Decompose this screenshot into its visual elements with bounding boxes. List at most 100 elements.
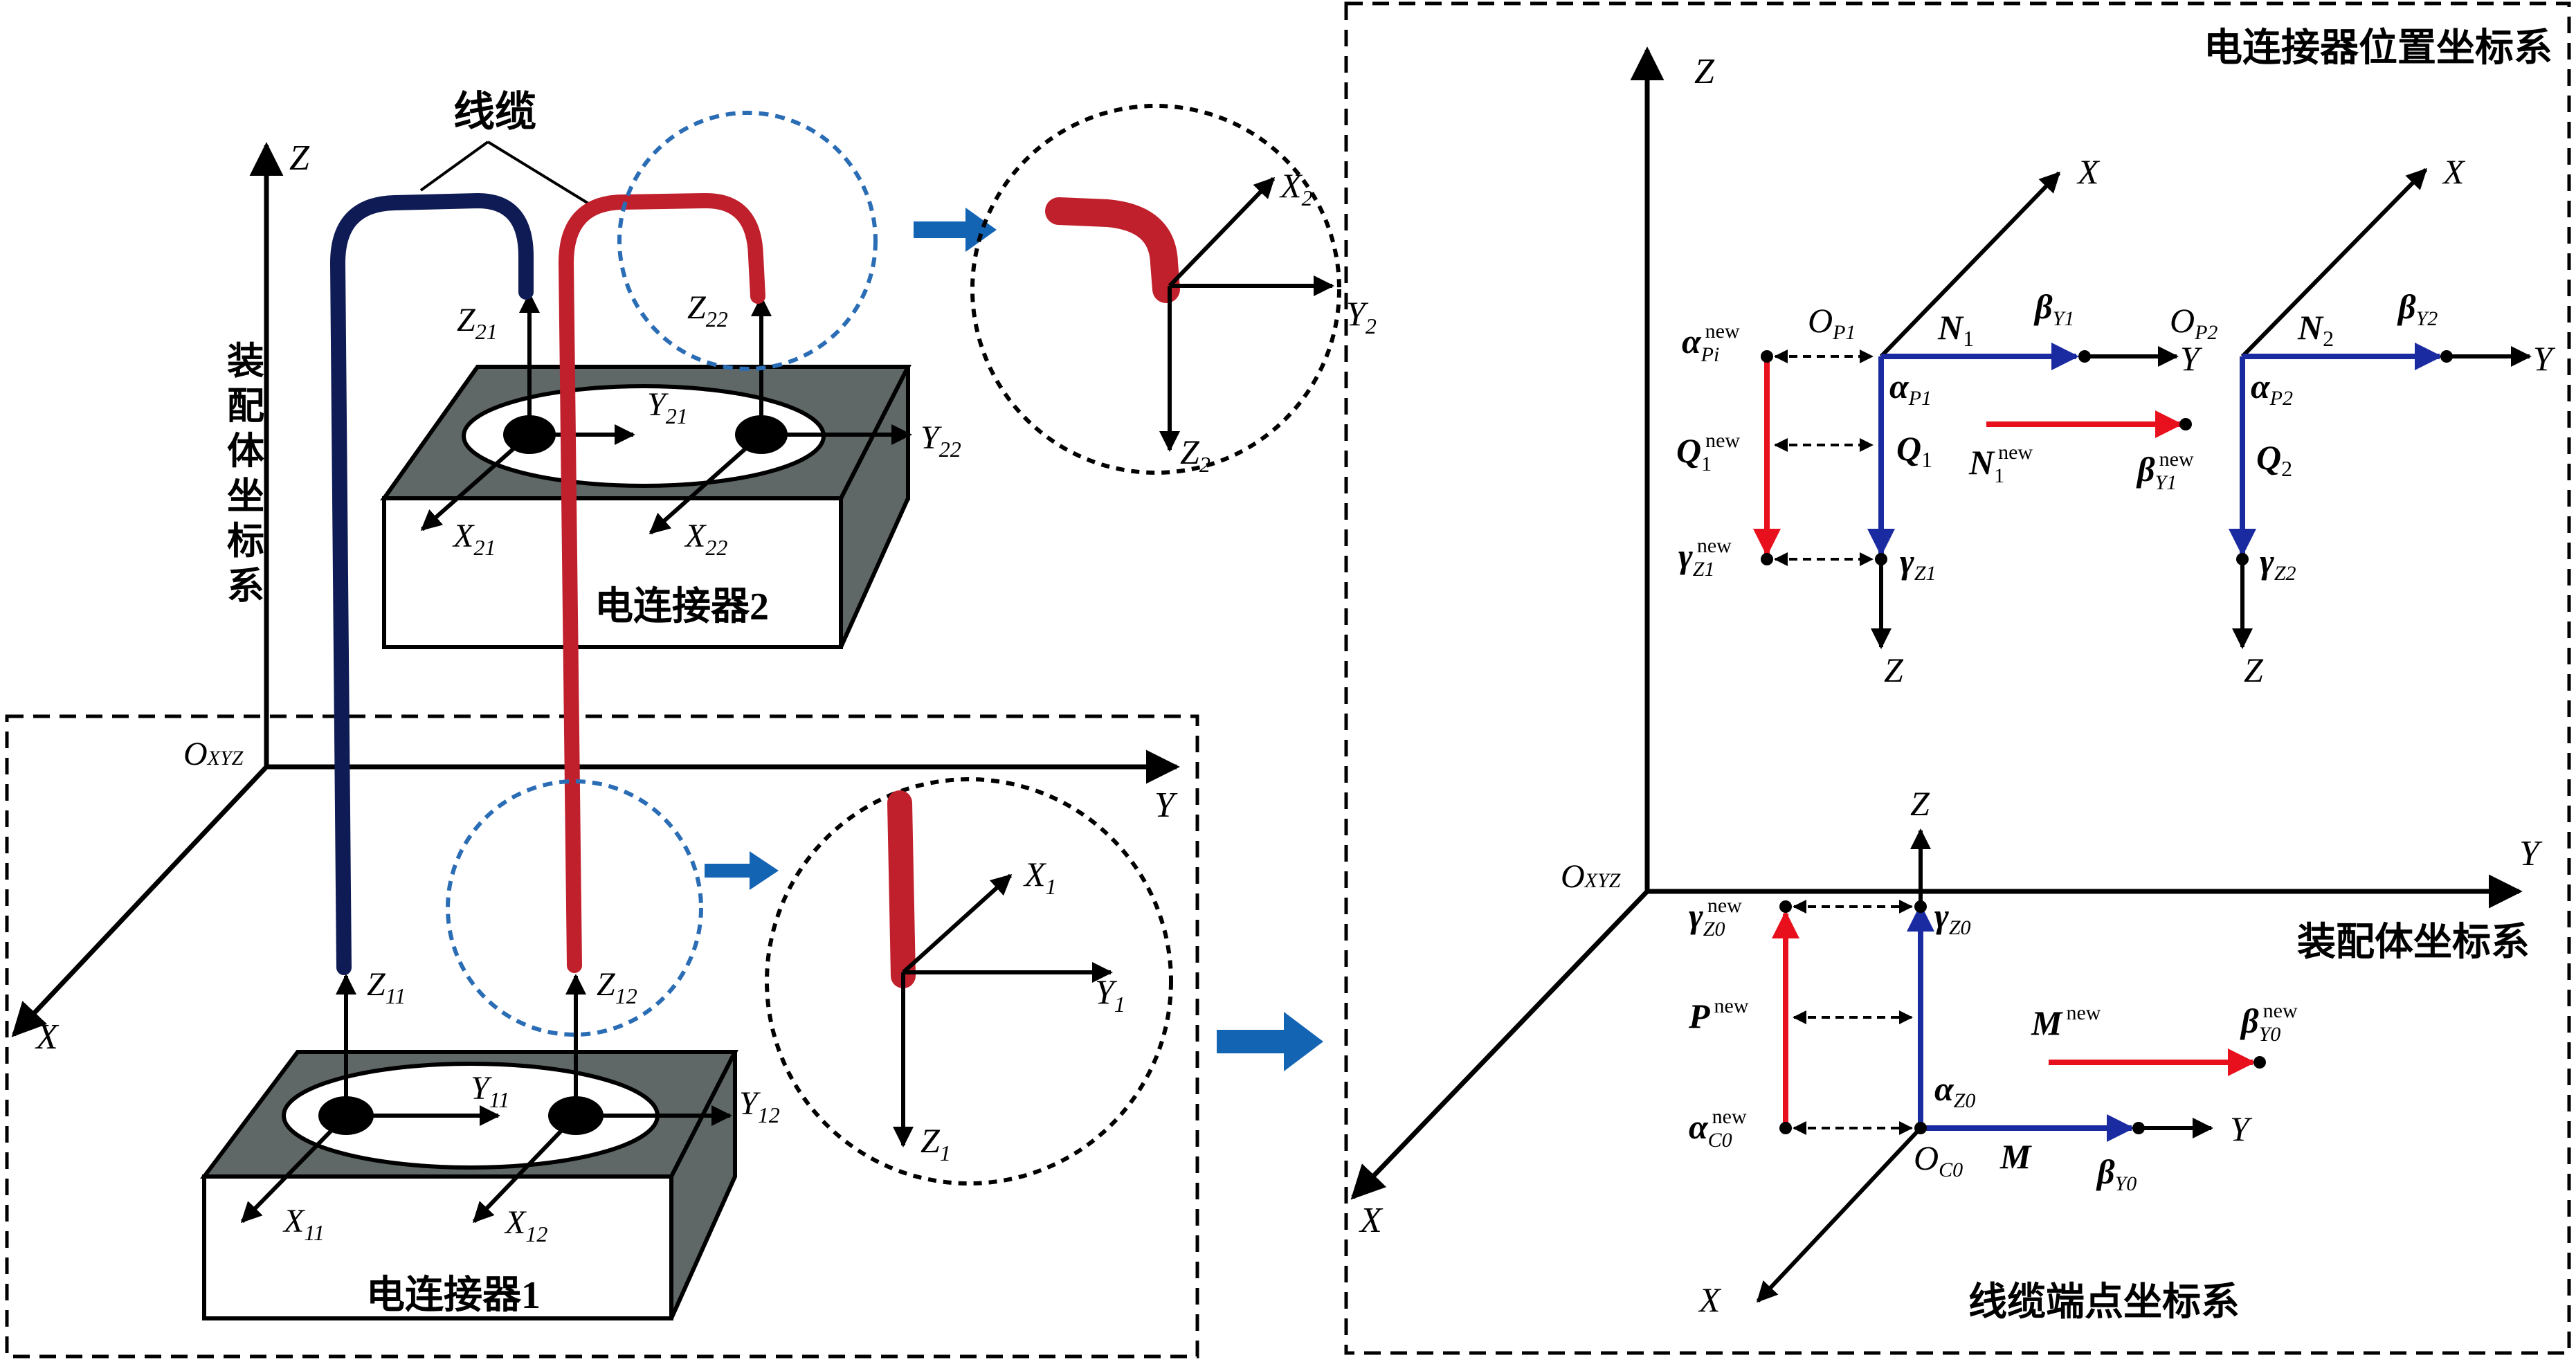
beta-y1-new-point: [2179, 418, 2192, 430]
beta-y2-label: βY2: [2397, 287, 2438, 330]
zoom-arrow-bottom: [705, 851, 779, 890]
main-z-label: Z: [289, 138, 310, 178]
vertical-char-5: 标: [227, 520, 264, 562]
beta-y0-new-point: [2253, 1056, 2266, 1069]
origin-c0-point: [1914, 1122, 1927, 1134]
y1-label: Y1: [1095, 972, 1125, 1017]
right-dashed-region: [1344, 1, 2571, 1355]
red-cable: [558, 192, 765, 973]
alpha-p1-label: αP1: [1889, 367, 1932, 410]
beta-y0-label: βY0: [2096, 1152, 2137, 1195]
alpha-p2-label: αP2: [2251, 367, 2293, 410]
global-x-axis: [1350, 889, 1649, 1200]
vertical-char-4: 坐: [227, 475, 264, 517]
assembly-frame-label: 装配体坐标系: [2297, 921, 2530, 964]
p1-x-label: X: [2076, 152, 2101, 191]
connector-1-label: 电连接器1: [366, 1274, 541, 1317]
x1-label: X1: [1023, 855, 1057, 899]
cable-leader-left: [419, 140, 489, 192]
p2-x-label: X: [2442, 152, 2466, 191]
main-y-label: Y: [1154, 786, 1178, 825]
gamma-z1-label: γZ1: [1900, 542, 1936, 585]
n2-label: N2: [2297, 308, 2334, 351]
c0-y-label: Y: [2230, 1109, 2253, 1148]
connector-1-front: [202, 1174, 673, 1320]
z21-label: Z21: [457, 302, 498, 344]
c0-x-label: X: [1698, 1280, 1722, 1319]
gamma-z0-point: [1914, 900, 1927, 913]
gamma-z1-new-point: [1761, 553, 1773, 565]
c0-x-axis: [1756, 1126, 1923, 1303]
main-x-axis: [11, 765, 269, 1037]
z1-label: Z1: [920, 1121, 951, 1165]
q1-label: Q1: [1896, 429, 1932, 472]
op1-label: OP1: [1808, 301, 1856, 344]
left-panel: Z Y X OXYZ 装 配 体 坐 标 系 线缆 电连接器2: [5, 89, 1377, 1359]
m-label: M: [1999, 1137, 2032, 1176]
zoom-circle-top: [970, 104, 1341, 475]
p1-z-label: Z: [1884, 651, 1904, 689]
connector-2-front: [382, 496, 843, 649]
vertical-char-3: 体: [227, 430, 264, 472]
alpha-pi-new-point: [1761, 350, 1773, 363]
x22-label: X22: [684, 518, 727, 560]
p1-x-axis: [1879, 171, 2061, 358]
to-right-panel-arrow: [1217, 1012, 1323, 1071]
z11-label: Z11: [367, 966, 406, 1008]
cable-label: 线缆: [453, 89, 536, 135]
cable-leader-right: [487, 140, 597, 209]
z22-label: Z22: [687, 289, 728, 332]
z2-label: Z2: [1180, 433, 1210, 477]
q2-label: Q2: [2256, 438, 2292, 481]
beta-y0-point: [2132, 1122, 2145, 1134]
x12-axis: [472, 1114, 578, 1224]
vertical-char-1: 装: [227, 340, 264, 382]
highlight-circle-bottom: [446, 779, 703, 1037]
connector-1-box: 电连接器1: [200, 1050, 738, 1320]
main-x-label: X: [35, 1017, 60, 1057]
p1-y-label: Y: [2180, 339, 2203, 378]
gamma-z0-new-point: [1779, 900, 1792, 913]
p2-x-axis: [2240, 167, 2428, 358]
zoom-circle-bottom: [765, 777, 1173, 1186]
right-panel: 电连接器位置坐标系 装配体坐标系 线缆端点坐标系 Z Y X OXYZ X Y …: [1344, 1, 2571, 1355]
gamma-z2-point: [2236, 553, 2249, 565]
alpha-c0-new-point: [1779, 1122, 1792, 1134]
connector-2-label: 电连接器2: [595, 585, 769, 628]
gamma-z1-point: [1875, 553, 1887, 565]
vertical-char-2: 配: [227, 385, 264, 427]
lower-dashed-region: [5, 714, 1199, 1359]
vertical-char-6: 系: [227, 565, 264, 607]
beta-y1-label: βY1: [2033, 287, 2074, 330]
connector-position-frame-label: 电连接器位置坐标系: [2204, 27, 2552, 70]
n1-label: N1: [1937, 308, 1974, 351]
x21-axis: [420, 433, 531, 532]
cable-end-frame-label: 线缆端点坐标系: [1968, 1281, 2240, 1324]
gamma-z0-label: γZ0: [1934, 896, 1971, 939]
zoom-cable-top: [1045, 197, 1180, 303]
global-x-label: X: [1359, 1201, 1384, 1240]
navy-cable: [329, 192, 534, 975]
x2-label: X2: [1279, 166, 1313, 210]
x2-axis: [1168, 176, 1276, 288]
alpha-z0-label: αZ0: [1934, 1069, 1975, 1112]
highlight-circle-top: [617, 111, 878, 371]
p2-z-label: Z: [2244, 651, 2264, 689]
connector-2-box: 电连接器2: [380, 365, 911, 649]
y2-label: Y2: [1346, 294, 1377, 338]
x11-axis: [240, 1114, 348, 1224]
beta-y2-point: [2440, 350, 2453, 363]
gamma-z2-label: γZ2: [2260, 542, 2296, 585]
zoom-cable-bottom: [887, 790, 916, 988]
y12-label: Y12: [739, 1085, 780, 1127]
